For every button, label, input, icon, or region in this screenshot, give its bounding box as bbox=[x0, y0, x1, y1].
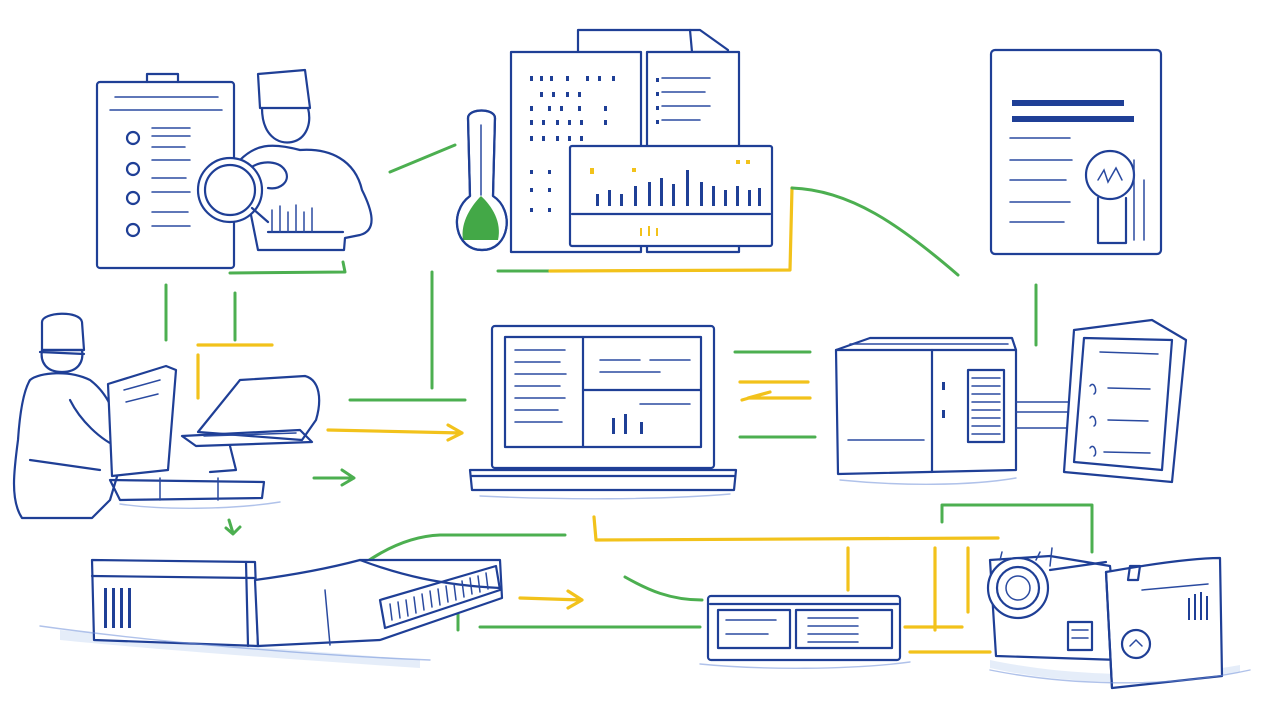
conveyor-machine-icon bbox=[39, 558, 504, 668]
green-flow-line bbox=[940, 503, 1094, 554]
yellow-flow-line bbox=[740, 390, 812, 402]
tablet-report-icon bbox=[1062, 318, 1188, 484]
thermometer-flask-icon bbox=[455, 109, 508, 252]
green-flow-line bbox=[360, 533, 567, 567]
server-unit-icon bbox=[834, 336, 1018, 485]
control-box-icon bbox=[699, 594, 911, 669]
yellow-flow-line bbox=[548, 186, 794, 273]
document-header-marks bbox=[1012, 100, 1134, 122]
green-flow-line bbox=[623, 575, 704, 602]
laptop-dashboard-icon bbox=[468, 324, 738, 500]
green-flow-arrow bbox=[224, 518, 242, 536]
vent-bars bbox=[104, 588, 131, 628]
vent-lines bbox=[971, 377, 1001, 435]
processing-machine-icon bbox=[986, 547, 1251, 690]
conveyor-slats bbox=[389, 572, 489, 621]
green-flow-arrow bbox=[312, 468, 356, 487]
flow-connectors bbox=[164, 143, 1094, 654]
side-vent bbox=[1188, 592, 1208, 620]
yellow-flow-line bbox=[592, 515, 1000, 542]
yellow-flow-arrow bbox=[326, 423, 464, 442]
dot-grid bbox=[530, 76, 659, 212]
cable-line bbox=[1015, 401, 1069, 429]
green-flow-line bbox=[388, 143, 457, 174]
operator-at-workstation-icon bbox=[12, 312, 321, 520]
checklist-clipboard-icon bbox=[95, 72, 236, 270]
green-flow-line bbox=[228, 260, 347, 275]
yellow-flow-arrow bbox=[518, 589, 584, 610]
signed-document-icon bbox=[989, 48, 1163, 256]
lab-report-chart-icon bbox=[509, 28, 774, 254]
green-flow-line bbox=[790, 186, 960, 277]
mini-bar-chart bbox=[590, 160, 761, 236]
clinician-with-magnifier-icon bbox=[196, 68, 373, 252]
